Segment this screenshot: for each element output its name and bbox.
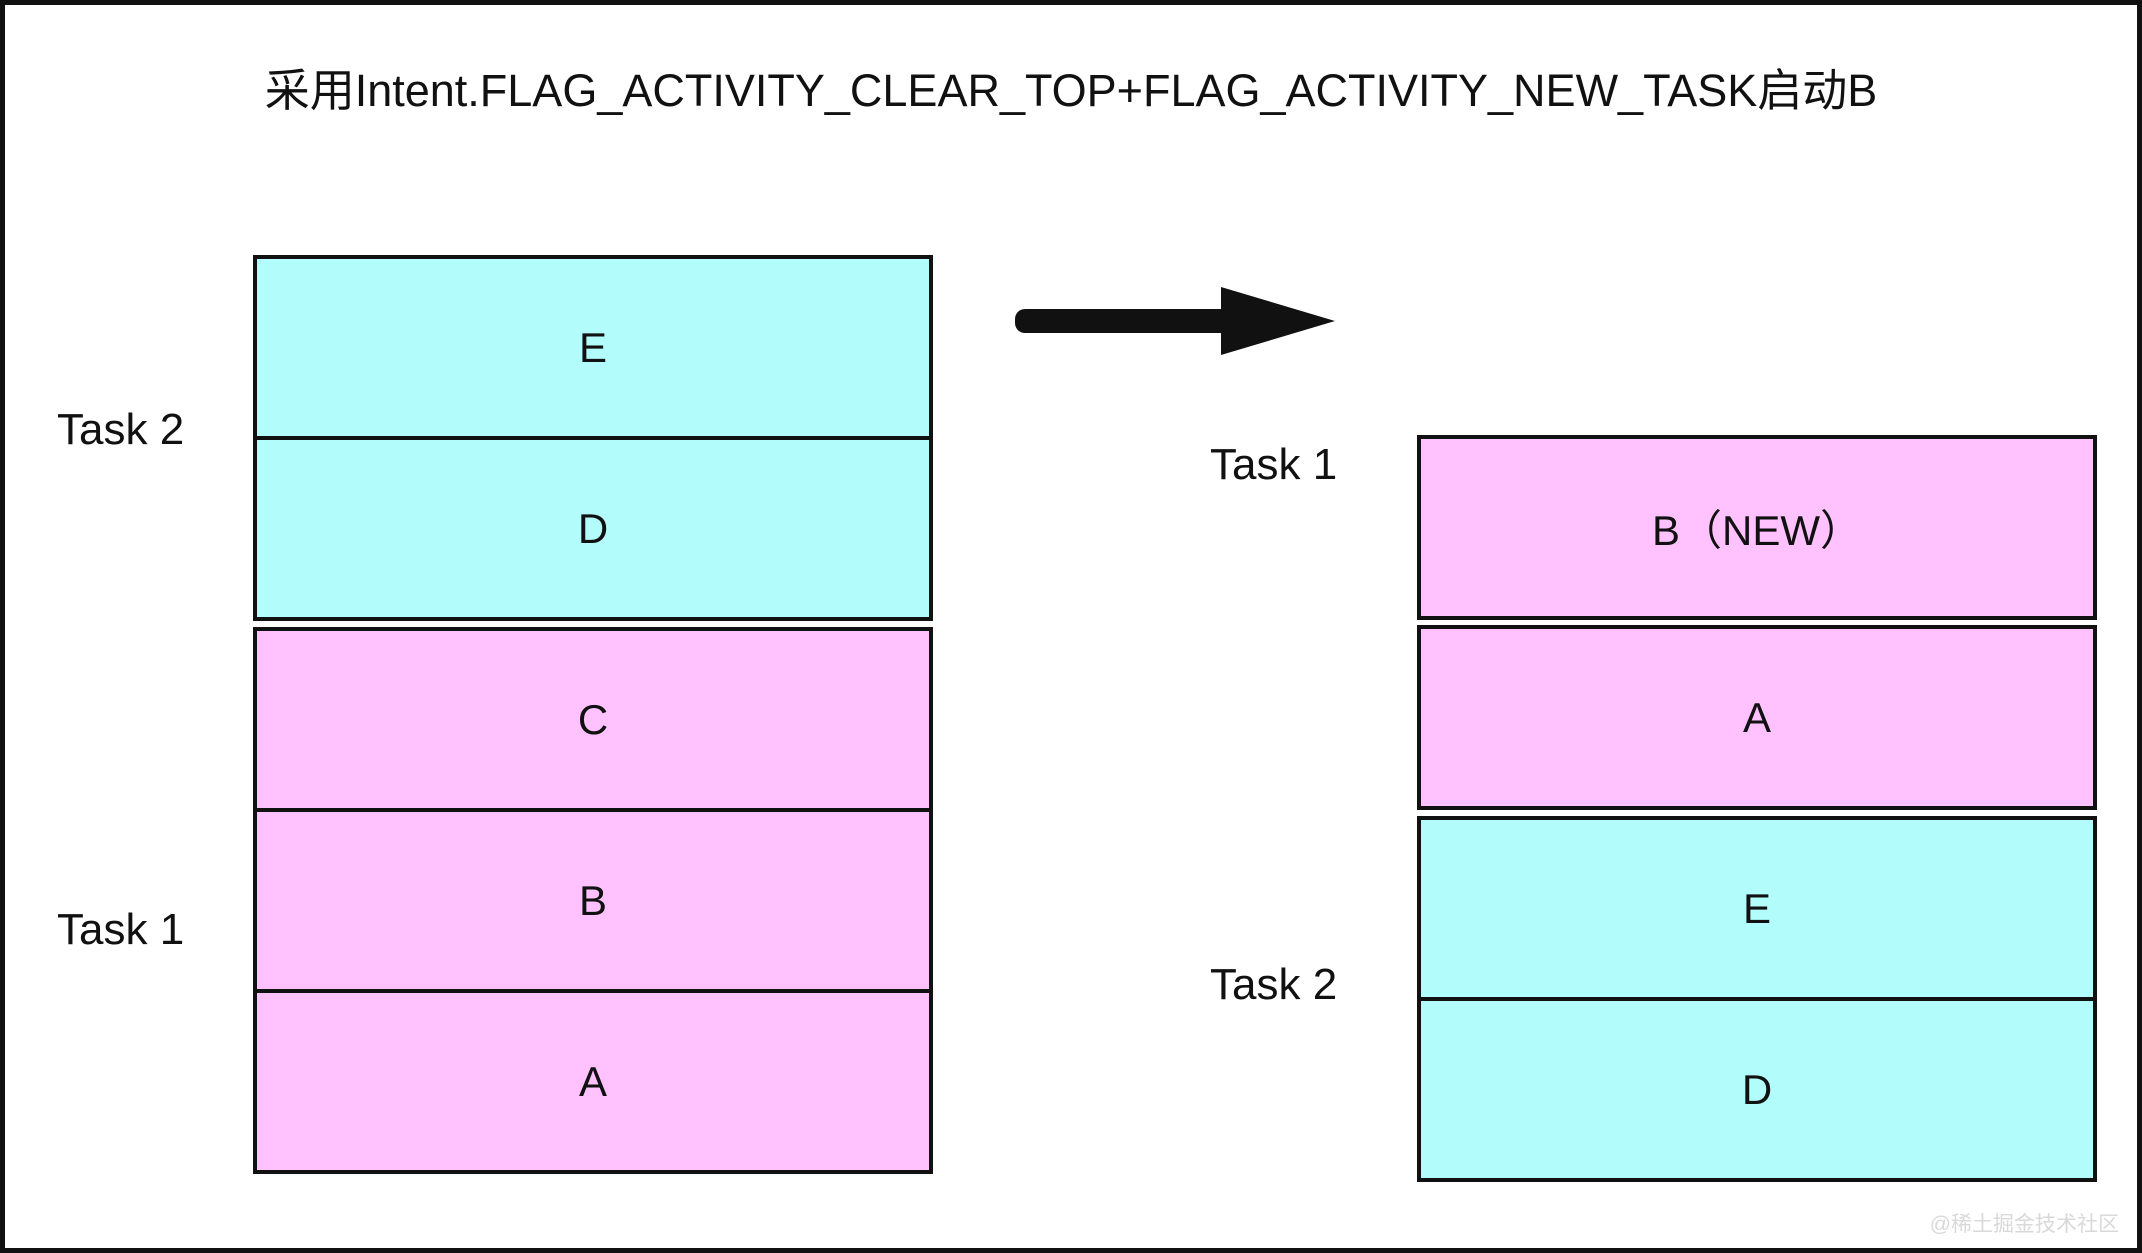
before-activity-box-b[interactable]: B xyxy=(253,808,933,993)
after-activity-box-e[interactable]: E xyxy=(1417,816,2097,1001)
after-task-label-task-2: Task 2 xyxy=(1210,960,1338,1009)
transition-arrow xyxy=(1015,285,1335,357)
diagram-title: 采用Intent.FLAG_ACTIVITY_CLEAR_TOP+FLAG_AC… xyxy=(264,65,1878,116)
before-activity-box-e[interactable]: E xyxy=(253,255,933,440)
before-activity-box-d[interactable]: D xyxy=(253,436,933,621)
before-activity-box-a[interactable]: A xyxy=(253,989,933,1174)
watermark: @稀土掘金技术社区 xyxy=(1929,1213,2119,1236)
after-task-label-task-1: Task 1 xyxy=(1210,440,1338,489)
before-activity-box-c[interactable]: C xyxy=(253,627,933,812)
after-activity-box-d[interactable]: D xyxy=(1417,997,2097,1182)
before-task-label-task-2: Task 2 xyxy=(57,405,185,454)
after-activity-box-a[interactable]: A xyxy=(1417,625,2097,810)
before-task-label-task-1: Task 1 xyxy=(57,905,185,954)
after-activity-box-b-new[interactable]: B（NEW） xyxy=(1417,435,2097,620)
